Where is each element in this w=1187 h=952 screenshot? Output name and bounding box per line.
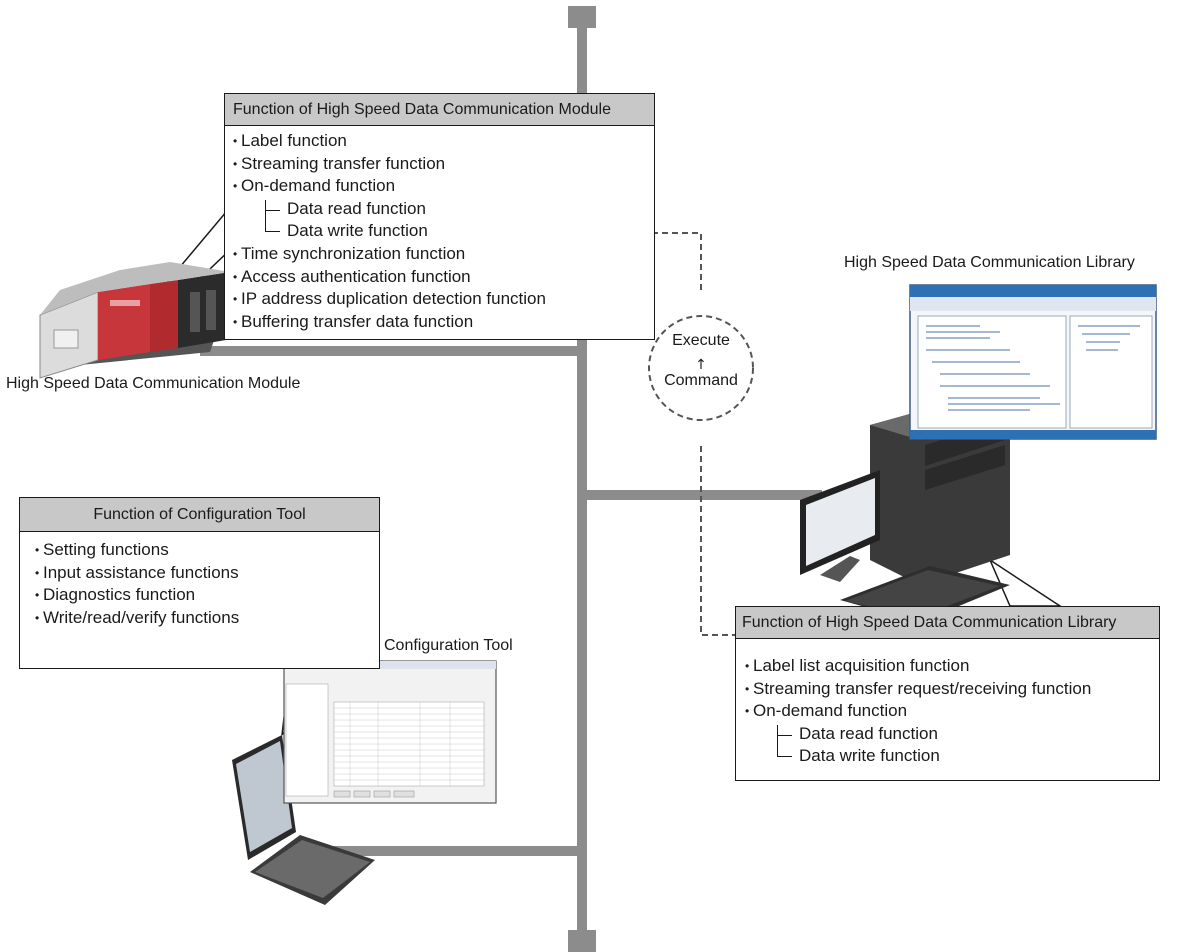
list-item: Data write function xyxy=(241,209,654,243)
command-label: Command xyxy=(664,372,738,389)
network-bus xyxy=(200,6,822,952)
list-item: Streaming transfer function xyxy=(233,153,654,176)
list-item: Diagnostics function xyxy=(35,584,379,607)
plc-module-illustration xyxy=(39,262,230,379)
library-function-box: Function of High Speed Data Communicatio… xyxy=(735,606,1160,781)
laptop-illustration xyxy=(232,735,375,905)
module-function-box: Function of High Speed Data Communicatio… xyxy=(224,93,655,340)
module-function-list: Label function Streaming transfer functi… xyxy=(233,130,654,334)
list-item: Data read function xyxy=(753,723,1159,746)
config-tool-label: Configuration Tool xyxy=(384,637,513,654)
config-tool-screenshot xyxy=(283,660,497,804)
module-box-title: Function of High Speed Data Communicatio… xyxy=(225,94,654,126)
module-label: High Speed Data Communication Module xyxy=(6,375,301,392)
list-item: Input assistance functions xyxy=(35,562,379,585)
list-item: Write/read/verify functions xyxy=(35,607,379,630)
execute-label: Execute xyxy=(672,332,730,349)
library-box-title: Function of High Speed Data Communicatio… xyxy=(736,607,1159,639)
command-path xyxy=(648,232,754,636)
list-item: Setting functions xyxy=(35,539,379,562)
list-item: Streaming transfer request/receiving fun… xyxy=(745,678,1159,701)
list-item: Data read function xyxy=(241,198,654,221)
list-item: Label list acquisition function xyxy=(745,655,1159,678)
list-item: Label function xyxy=(233,130,654,153)
library-label: High Speed Data Communication Library xyxy=(844,254,1135,271)
list-item: On-demand function xyxy=(233,175,654,198)
config-box-title: Function of Configuration Tool xyxy=(20,498,379,532)
list-item: Access authentication function xyxy=(233,266,654,289)
library-function-list: Label list acquisition function Streamin… xyxy=(745,655,1159,768)
list-item: Time synchronization function xyxy=(233,243,654,266)
config-function-list: Setting functions Input assistance funct… xyxy=(35,539,379,630)
library-screenshot xyxy=(909,284,1157,440)
list-item: Buffering transfer data function xyxy=(233,311,654,334)
execute-arrow: ↑ xyxy=(695,357,707,373)
list-item: On-demand function xyxy=(745,700,1159,723)
config-function-box: Function of Configuration Tool Setting f… xyxy=(19,497,380,669)
list-item: IP address duplication detection functio… xyxy=(233,288,654,311)
list-item: Data write function xyxy=(753,734,1159,768)
